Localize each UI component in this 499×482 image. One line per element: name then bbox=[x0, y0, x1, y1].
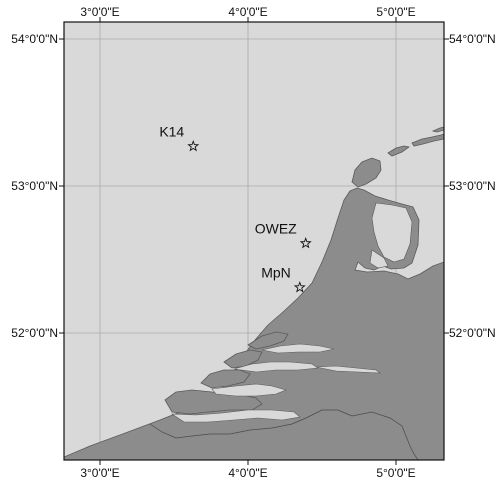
waal-river bbox=[315, 365, 381, 374]
lat-label-left: 52°0'0"N bbox=[11, 326, 58, 340]
vlieland-island bbox=[387, 145, 410, 157]
lon-label-bottom: 5°0'0"E bbox=[376, 466, 415, 480]
station-label: K14 bbox=[159, 123, 184, 139]
schouwen-island bbox=[200, 369, 251, 389]
ijsselmeer bbox=[371, 202, 413, 263]
western-scheldt bbox=[170, 409, 301, 423]
inland-water-group bbox=[170, 202, 413, 423]
station-label: MpN bbox=[261, 264, 291, 280]
station-marker: MpN bbox=[261, 264, 306, 293]
voorne-island bbox=[247, 331, 289, 350]
goeree-island bbox=[223, 349, 263, 369]
lon-label-bottom: 4°0'0"E bbox=[228, 466, 267, 480]
station-label: OWEZ bbox=[255, 220, 297, 236]
axis-group: 3°0'0"E 3°0'0"E 4°0'0"E 4°0'0"E 5°0'0"E 5°0'0… bbox=[11, 5, 495, 480]
lat-label-right: 54°0'0"N bbox=[449, 32, 496, 46]
rhine-mouth bbox=[261, 343, 335, 354]
haringvliet bbox=[233, 361, 319, 373]
ameland-island bbox=[431, 126, 444, 133]
lon-label-top: 3°0'0"E bbox=[80, 5, 119, 19]
map-frame bbox=[63, 21, 445, 461]
star-icon bbox=[293, 281, 306, 293]
eastern-scheldt bbox=[211, 383, 287, 397]
lat-label-right: 53°0'0"N bbox=[449, 179, 496, 193]
station-marker: OWEZ bbox=[255, 220, 312, 249]
lat-label-right: 52°0'0"N bbox=[449, 326, 496, 340]
star-icon bbox=[299, 237, 312, 249]
country-border bbox=[149, 409, 419, 460]
terschelling-island bbox=[411, 133, 444, 147]
lon-label-bottom: 3°0'0"E bbox=[80, 466, 119, 480]
station-marker: K14 bbox=[159, 123, 200, 152]
lon-label-top: 4°0'0"E bbox=[228, 5, 267, 19]
star-icon bbox=[187, 140, 200, 152]
lat-label-left: 53°0'0"N bbox=[11, 179, 58, 193]
lat-label-left: 54°0'0"N bbox=[11, 32, 58, 46]
markermeer bbox=[369, 249, 389, 269]
lon-label-top: 5°0'0"E bbox=[376, 5, 415, 19]
texel-island bbox=[351, 157, 382, 188]
land-group bbox=[64, 126, 444, 460]
